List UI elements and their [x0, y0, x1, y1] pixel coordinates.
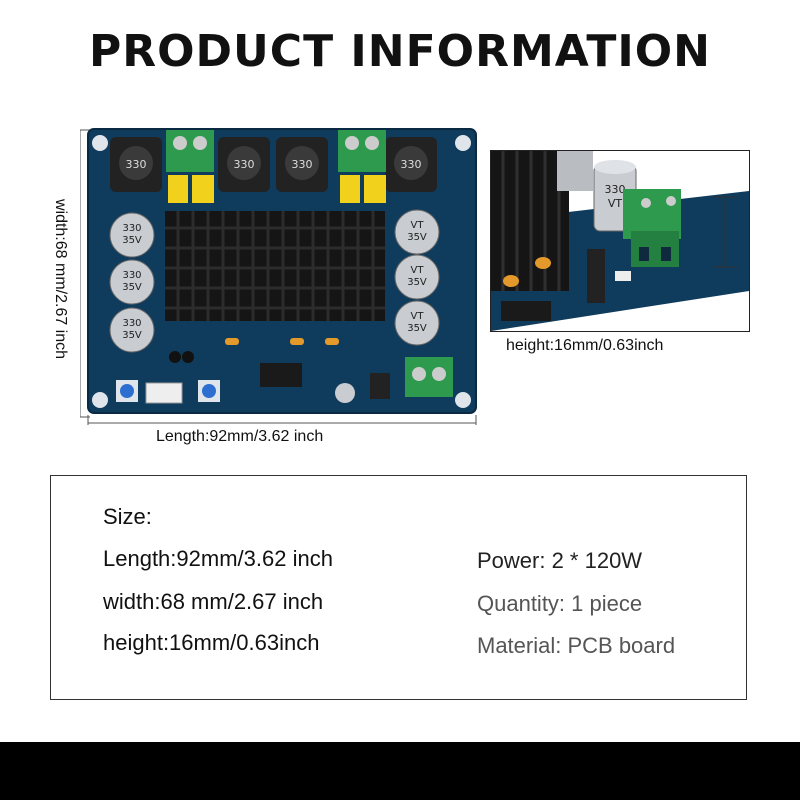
svg-text:35V: 35V	[122, 282, 142, 293]
svg-text:VT: VT	[411, 311, 425, 322]
svg-text:330: 330	[126, 158, 147, 171]
svg-text:330: 330	[292, 158, 313, 171]
svg-text:35V: 35V	[122, 235, 142, 246]
svg-text:VT: VT	[411, 265, 425, 276]
page-title: PRODUCT INFORMATION	[89, 26, 711, 77]
svg-text:35V: 35V	[407, 277, 427, 288]
svg-text:VT: VT	[608, 197, 623, 210]
side-view-image: 330 VT	[490, 150, 750, 332]
svg-text:35V: 35V	[407, 323, 427, 334]
quantity-spec: Quantity: 1 piece	[477, 591, 643, 616]
length-dimension-label: Length:92mm/3.62 inch	[156, 428, 324, 445]
footer-bar	[0, 742, 800, 800]
power-spec: Power: 2 * 120W	[477, 548, 643, 573]
svg-text:35V: 35V	[122, 330, 142, 341]
length-spec: Length:92mm/3.62 inch	[103, 546, 333, 571]
svg-text:VT: VT	[411, 220, 425, 231]
svg-text:330: 330	[605, 183, 626, 196]
width-spec: width:68 mm/2.67 inch	[103, 589, 324, 614]
svg-text:330: 330	[234, 158, 255, 171]
svg-text:330: 330	[122, 318, 141, 329]
svg-text:330: 330	[401, 158, 422, 171]
width-dimension-label: width:68 mm/2.67 inch	[52, 198, 69, 360]
amplifier-board-image: 330 330 330 330	[76, 125, 485, 425]
svg-text:330: 330	[122, 270, 141, 281]
specifications-box: Size: Length:92mm/3.62 inch width:68 mm/…	[50, 475, 747, 700]
svg-text:35V: 35V	[407, 232, 427, 243]
height-dimension-label: height:16mm/0.63inch	[506, 337, 664, 354]
height-spec: height:16mm/0.63inch	[103, 630, 320, 655]
material-spec: Material: PCB board	[477, 633, 676, 658]
size-heading: Size:	[103, 504, 152, 529]
svg-text:330: 330	[122, 223, 141, 234]
